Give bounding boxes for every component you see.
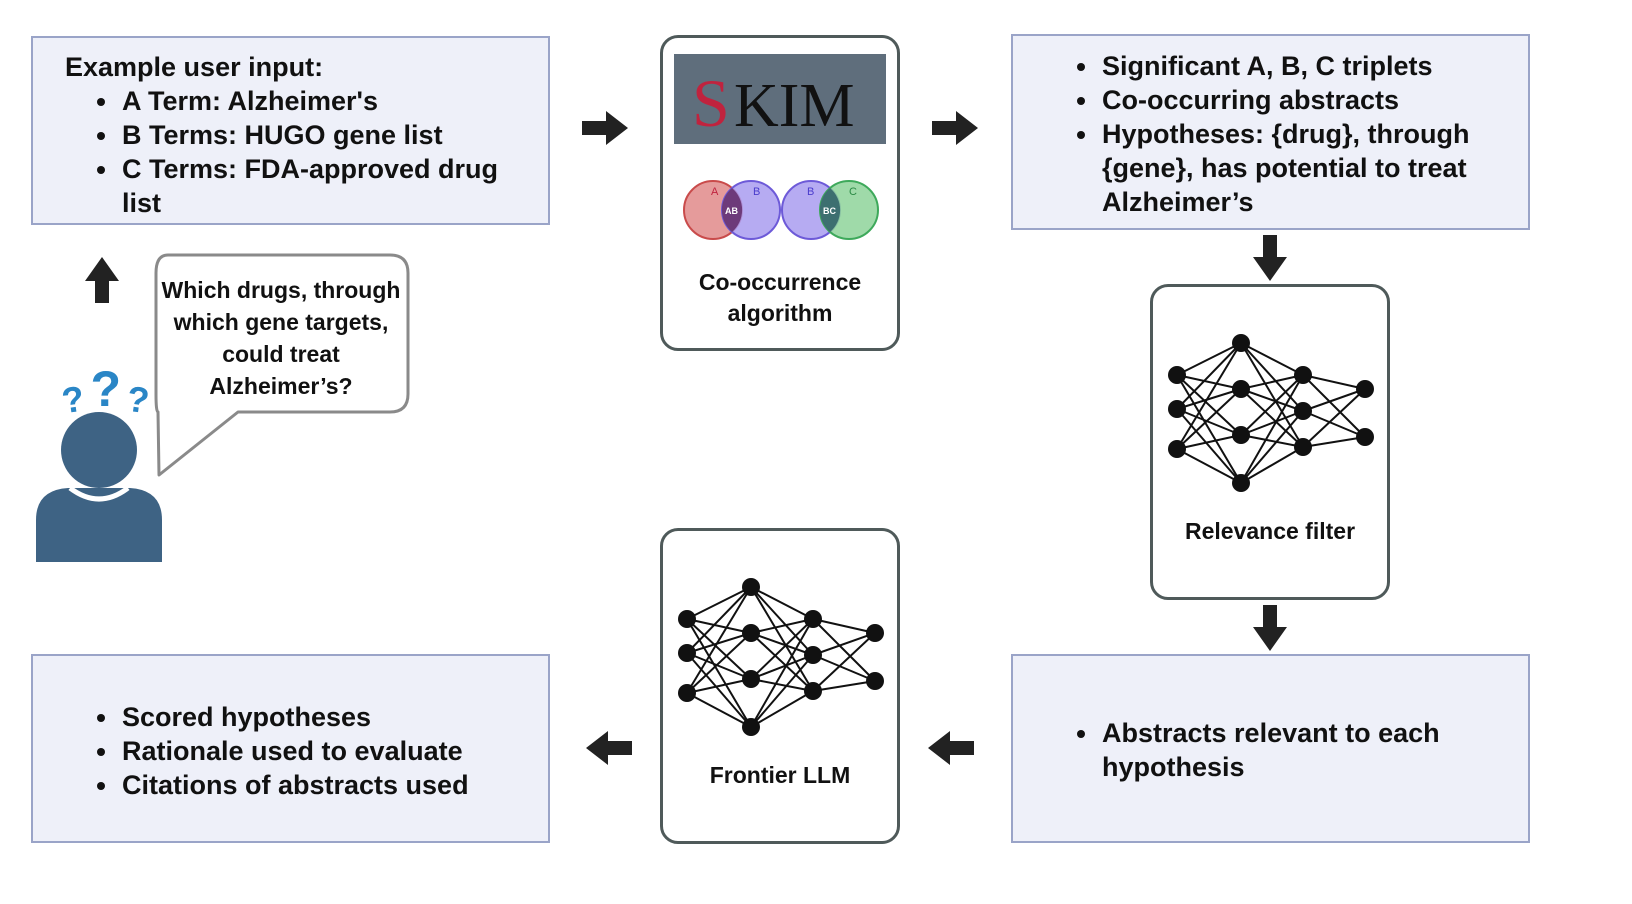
results-item-abstracts: Co-occurring abstracts — [1100, 83, 1508, 117]
question-marks-icon: ? ? ? — [59, 361, 153, 422]
svg-text:BC: BC — [823, 206, 836, 216]
svg-text:C: C — [849, 186, 857, 198]
speech-bubble — [154, 253, 410, 477]
down-arrow-icon — [1253, 235, 1287, 281]
left-arrow-icon — [928, 731, 974, 765]
skim-logo: S KIM — [674, 54, 886, 144]
skim-logo-s: S — [692, 65, 730, 141]
user-question: Which drugs, through which gene targets,… — [161, 277, 401, 399]
abstracts-list: Abstracts relevant to each hypothesis — [1045, 716, 1508, 784]
abstracts-panel: Abstracts relevant to each hypothesis — [1011, 654, 1530, 843]
up-arrow-icon — [85, 257, 119, 303]
neural-network-icon — [678, 578, 884, 736]
input-panel: Example user input: A Term: Alzheimer's … — [31, 36, 550, 225]
results-panel: Significant A, B, C triplets Co-occurrin… — [1011, 34, 1530, 230]
output-item-citations: Citations of abstracts used — [120, 768, 528, 802]
user-icon — [36, 412, 162, 562]
relevance-filter-label: Relevance filter — [1184, 518, 1356, 544]
input-item-a: A Term: Alzheimer's — [120, 84, 528, 118]
svg-text:AB: AB — [725, 206, 738, 216]
frontier-llm-card: Frontier LLM — [660, 528, 900, 844]
right-arrow-icon — [582, 111, 628, 145]
left-arrow-icon — [586, 731, 632, 765]
relevance-filter-card: Relevance filter — [1150, 284, 1390, 600]
output-item-scored: Scored hypotheses — [120, 700, 528, 734]
output-panel: Scored hypotheses Rationale used to eval… — [31, 654, 550, 843]
svg-text:B: B — [807, 186, 814, 198]
neural-network-icon — [1168, 334, 1374, 492]
svg-text:B: B — [753, 186, 760, 198]
svg-text:A: A — [711, 186, 719, 198]
results-item-triplets: Significant A, B, C triplets — [1100, 49, 1508, 83]
skim-label-line2: algorithm — [727, 300, 833, 326]
input-heading: Example user input: — [65, 52, 324, 82]
frontier-llm-label: Frontier LLM — [709, 762, 851, 788]
results-list: Significant A, B, C triplets Co-occurrin… — [1045, 49, 1508, 219]
output-item-rationale: Rationale used to evaluate — [120, 734, 528, 768]
input-item-b: B Terms: HUGO gene list — [120, 118, 528, 152]
results-item-hypotheses: Hypotheses: {drug}, through {gene}, has … — [1100, 117, 1508, 219]
venn-diagram-icon: A B AB B C BC — [683, 180, 879, 240]
skim-logo-rest: KIM — [734, 72, 855, 140]
input-item-c: C Terms: FDA-approved drug list — [120, 152, 528, 220]
input-list: A Term: Alzheimer's B Terms: HUGO gene l… — [65, 84, 528, 220]
abstracts-item: Abstracts relevant to each hypothesis — [1100, 716, 1508, 784]
skim-card: S KIM A B AB B C BC Co-occurrence algori… — [660, 35, 900, 351]
down-arrow-icon — [1253, 605, 1287, 651]
right-arrow-icon — [932, 111, 978, 145]
output-list: Scored hypotheses Rationale used to eval… — [65, 700, 528, 802]
skim-label-line1: Co-occurrence — [698, 269, 862, 295]
